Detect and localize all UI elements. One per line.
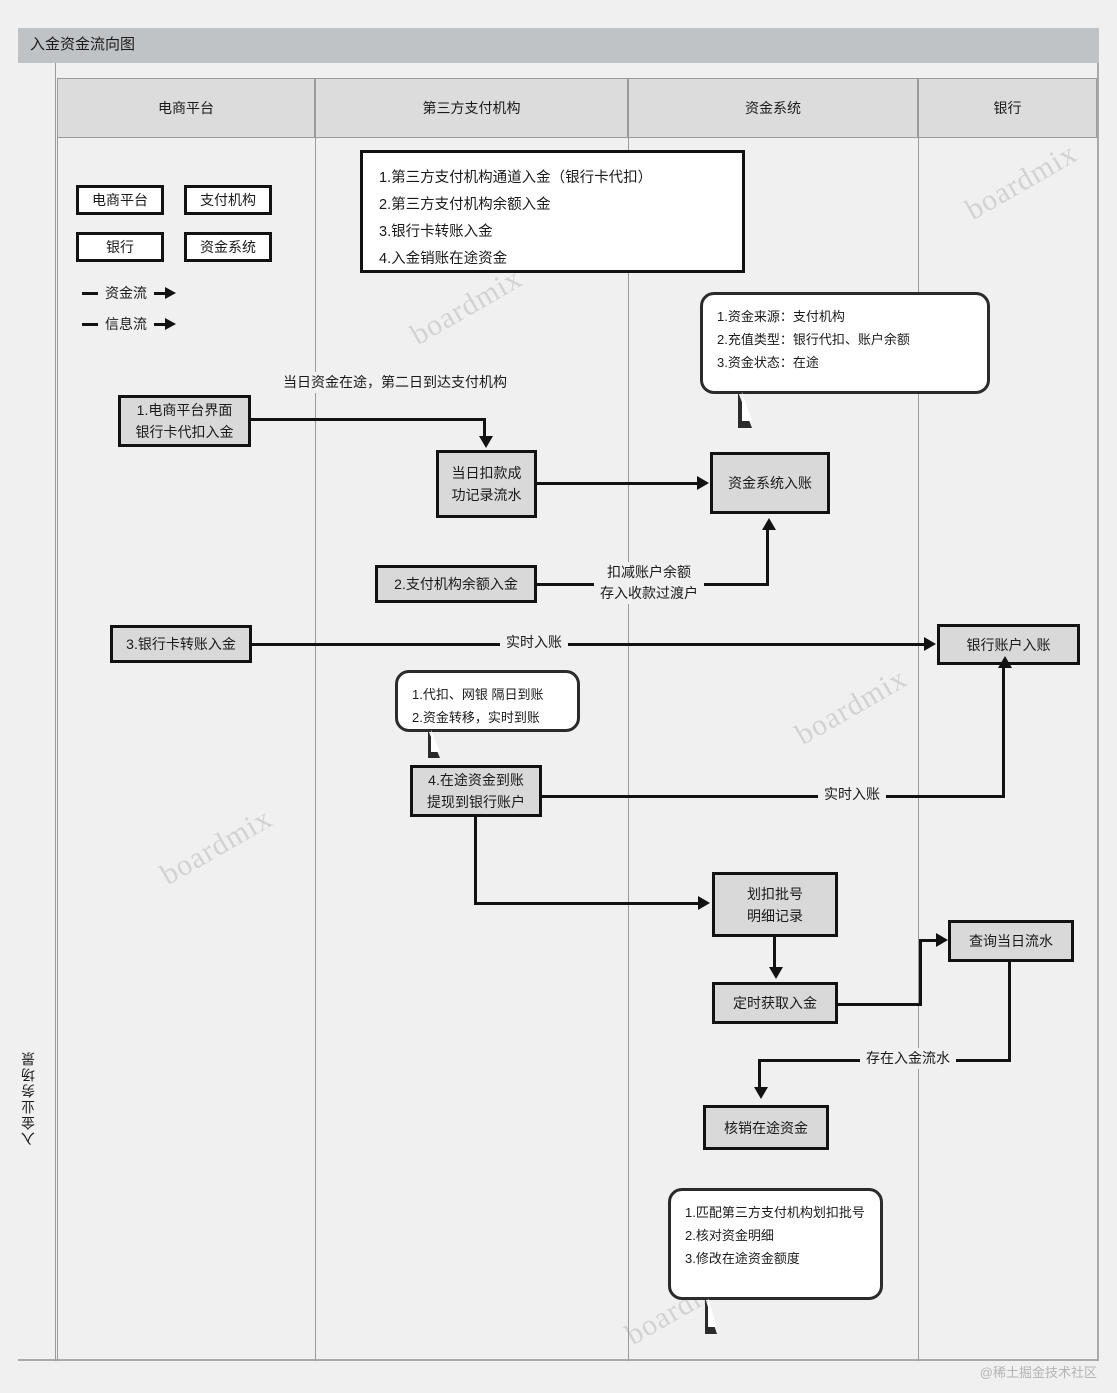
dash-icon (82, 322, 98, 326)
callout-tail-fill (742, 392, 774, 421)
callout-line: 2.核对资金明细 (685, 1228, 774, 1243)
edge-label-realtime-2: 实时入账 (818, 784, 886, 805)
node-batch-detail[interactable]: 划扣批号 明细记录 (712, 872, 838, 937)
lane-edge-left (57, 138, 58, 1361)
legend-chip-bank: 银行 (76, 232, 164, 262)
connector-line (537, 482, 698, 485)
lane-header-psp: 第三方支付机构 (315, 78, 628, 138)
list-item: 1.第三方支付机构通道入金（银行卡代扣） (379, 170, 653, 186)
connector-line (542, 795, 1005, 798)
lane-separator-1 (315, 138, 316, 1361)
title-bar (18, 28, 1099, 63)
arrow-right-icon (698, 896, 710, 910)
connector-line (919, 939, 939, 942)
edge-label-deduct-balance: 扣减账户余额 存入收款过渡户 (594, 562, 704, 604)
lane-header-fund-system: 资金系统 (628, 78, 918, 138)
callout-line: 3.修改在途资金额度 (685, 1251, 800, 1266)
connector-line (919, 941, 922, 1003)
inflow-methods-list: 1.第三方支付机构通道入金（银行卡代扣） 2.第三方支付机构余额入金 3.银行卡… (360, 150, 745, 273)
connector-line (1002, 668, 1005, 798)
callout-line: 1.匹配第三方支付机构划扣批号 (685, 1205, 865, 1220)
list-item: 4.入金销账在途资金 (379, 251, 508, 267)
connector-line (838, 1003, 922, 1006)
legend-chip-psp: 支付机构 (184, 185, 272, 215)
legend-label-fund-flow: 资金流 (105, 285, 147, 301)
lane-header-ecommerce: 电商平台 (57, 78, 315, 138)
connector-line (766, 530, 769, 583)
node-psp-balance[interactable]: 2.支付机构余额入金 (375, 565, 537, 603)
connector-line (773, 937, 776, 969)
dash-icon (82, 291, 98, 295)
legend-label-info-flow: 信息流 (105, 316, 147, 332)
scenario-strip (18, 63, 56, 1361)
legend-chip-fund-system: 资金系统 (184, 232, 272, 262)
callout-line: 1.资金来源：支付机构 (717, 309, 845, 324)
callout-line: 1.代扣、网银 隔日到账 (412, 687, 544, 702)
list-item: 3.银行卡转账入金 (379, 224, 493, 240)
callout-writeoff-rules: 1.匹配第三方支付机构划扣批号 2.核对资金明细 3.修改在途资金额度 (668, 1188, 883, 1300)
lane-header-bank: 银行 (918, 78, 1097, 138)
callout-fund-source: 1.资金来源：支付机构 2.充值类型：银行代扣、账户余额 3.资金状态：在途 (700, 292, 990, 394)
arrow-right-icon (154, 287, 176, 299)
arrow-right-icon (936, 933, 948, 947)
arrow-right-icon (697, 476, 709, 490)
node-writeoff-intransit[interactable]: 核销在途资金 (703, 1105, 829, 1150)
arrow-down-icon (479, 436, 493, 448)
node-query-daily[interactable]: 查询当日流水 (948, 920, 1074, 962)
arrow-down-icon (754, 1087, 768, 1099)
connector-line (252, 643, 925, 646)
credit-watermark: @稀土掘金技术社区 (979, 1365, 1097, 1380)
node-fund-system-entry[interactable]: 资金系统入账 (710, 452, 830, 514)
edge-label-has-inflow-record: 存在入金流水 (860, 1048, 956, 1069)
arrow-up-icon (762, 518, 776, 530)
node-bankcard-transfer[interactable]: 3.银行卡转账入金 (110, 625, 252, 663)
page-title: 入金资金流向图 (30, 36, 136, 53)
legend-row-fund-flow: 资金流 (82, 283, 176, 303)
callout-line: 2.资金转移，实时到账 (412, 710, 540, 725)
legend-chip-ecommerce: 电商平台 (76, 185, 164, 215)
node-bank-account-entry[interactable]: 银行账户入账 (937, 624, 1080, 665)
connector-line (758, 1059, 761, 1089)
lane-separator-3 (918, 138, 919, 1361)
node-same-day-record[interactable]: 当日扣款成 功记录流水 (436, 450, 537, 518)
connector-line (474, 902, 699, 905)
callout-arrival-rules: 1.代扣、网银 隔日到账 2.资金转移，实时到账 (395, 670, 580, 732)
scenario-label: 入金业务场景 (20, 1050, 36, 1146)
edge-label-same-day-intransit: 当日资金在途，第二日到达支付机构 (277, 372, 513, 393)
connector-line (1008, 962, 1011, 1062)
arrow-down-icon (769, 967, 783, 979)
lane-separator-2 (628, 138, 629, 1361)
edge-label-realtime-1: 实时入账 (500, 632, 568, 653)
connector-line (483, 418, 486, 438)
node-scheduled-fetch[interactable]: 定时获取入金 (712, 982, 838, 1024)
callout-line: 2.充值类型：银行代扣、账户余额 (717, 332, 910, 347)
callout-tail-fill (708, 1298, 735, 1327)
connector-line (474, 817, 477, 905)
callout-line: 3.资金状态：在途 (717, 355, 819, 370)
legend-row-info-flow: 信息流 (82, 314, 176, 334)
arrow-right-icon (154, 318, 176, 330)
arrow-up-icon (998, 656, 1012, 668)
list-item: 2.第三方支付机构余额入金 (379, 197, 551, 213)
node-ecom-bankcard[interactable]: 1.电商平台界面 银行卡代扣入金 (118, 395, 251, 447)
arrow-right-icon (924, 637, 936, 651)
callout-tail-fill (431, 730, 456, 752)
node-intransit-withdraw[interactable]: 4.在途资金到账 提现到银行账户 (410, 765, 542, 817)
connector-line (251, 418, 486, 421)
